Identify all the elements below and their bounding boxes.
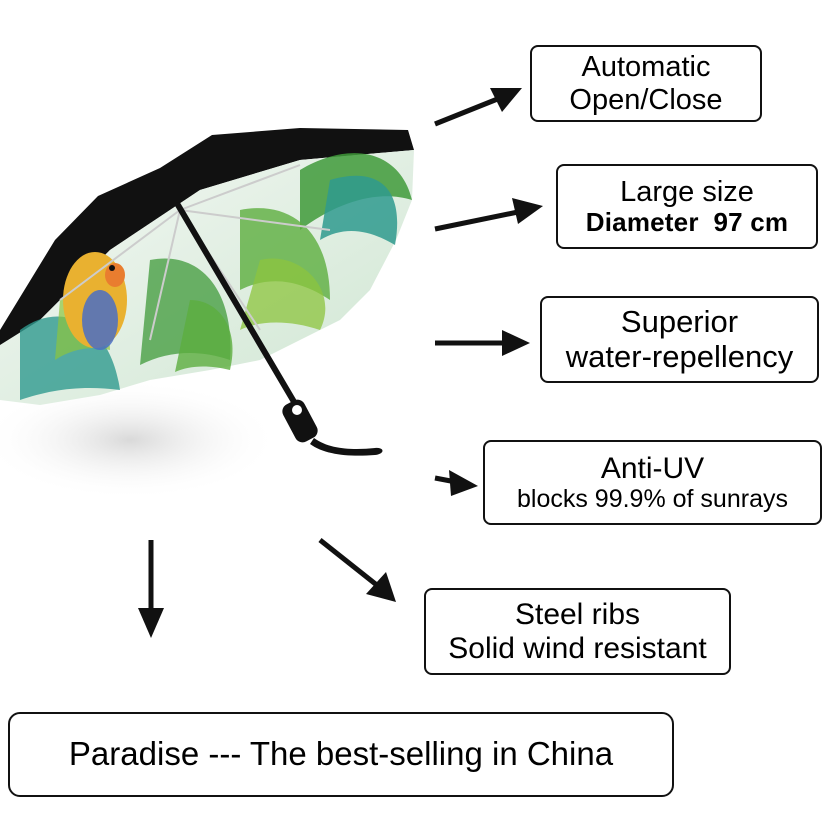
feature-line: Anti-UV bbox=[600, 451, 705, 485]
feature-water-repellency: Superior water-repellency bbox=[540, 296, 819, 383]
feature-line: Open/Close bbox=[569, 83, 723, 116]
tagline-box: Paradise --- The best-selling in China bbox=[8, 712, 674, 797]
umbrella-image bbox=[0, 128, 414, 456]
feature-large-size: Large size Diameter 97 cm bbox=[556, 164, 818, 249]
arrow-icon bbox=[318, 538, 396, 602]
feature-line: Large size bbox=[620, 175, 754, 208]
feature-line: water-repellency bbox=[565, 338, 794, 374]
feature-line: blocks 99.9% of sunrays bbox=[517, 485, 788, 514]
tagline-text: Paradise --- The best-selling in China bbox=[68, 735, 614, 773]
feature-line: Steel ribs bbox=[514, 597, 641, 631]
feature-line: Solid wind resistant bbox=[448, 631, 707, 665]
feature-line: Diameter 97 cm bbox=[585, 207, 789, 238]
feature-anti-uv: Anti-UV blocks 99.9% of sunrays bbox=[483, 440, 822, 525]
arrow-icon bbox=[435, 330, 530, 356]
arrow-icon bbox=[434, 470, 478, 496]
feature-automatic-open-close: Automatic Open/Close bbox=[530, 45, 762, 122]
feature-line: Superior bbox=[620, 303, 739, 339]
arrow-icon bbox=[434, 88, 522, 127]
umbrella-shadow bbox=[0, 380, 280, 500]
arrow-icon bbox=[138, 540, 164, 638]
feature-line: Automatic bbox=[581, 51, 711, 84]
feature-steel-ribs: Steel ribs Solid wind resistant bbox=[424, 588, 731, 675]
arrow-icon bbox=[434, 198, 543, 232]
